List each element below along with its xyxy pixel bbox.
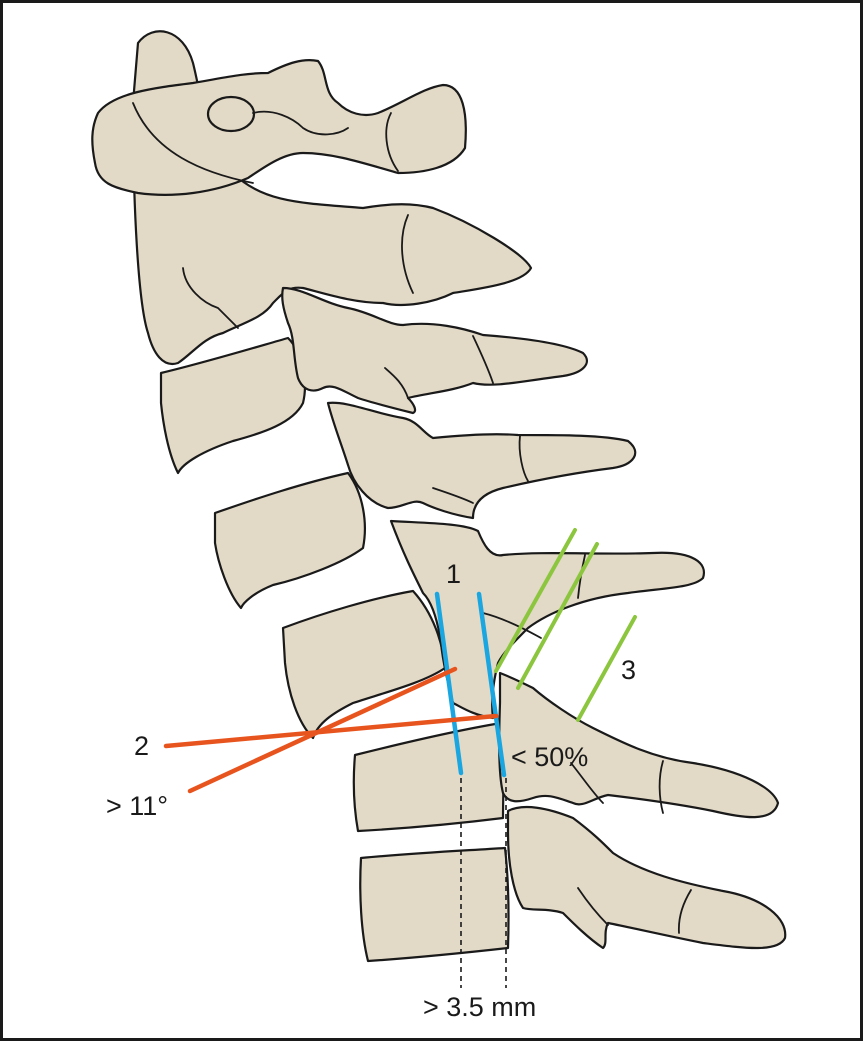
vertebra-c7-body (359, 846, 510, 963)
dens-outline (132, 102, 254, 184)
axis-detail-line-2 (401, 214, 414, 294)
vertebra-c7-posterior (506, 805, 787, 950)
line-1-posterior-blue (476, 591, 507, 778)
line-3-green-b (516, 542, 599, 690)
c7-facet-line (577, 887, 609, 926)
vertebra-c4-posterior (326, 401, 637, 520)
c5-spinous-line (577, 554, 586, 599)
c5-lamina-line (482, 612, 542, 639)
axis-detail-line-1 (182, 267, 239, 329)
c7-spinous-line (678, 889, 692, 934)
vertebra-c5-posterior (389, 519, 706, 720)
label-overlap: < 50% (511, 742, 589, 772)
line-3-green-c (576, 615, 637, 722)
label-1: 1 (446, 559, 462, 589)
line-3-green-a (494, 528, 577, 673)
line-2-orange-upper (163, 713, 499, 749)
label-translation: > 3.5 mm (423, 992, 537, 1022)
atlas-facet (206, 95, 256, 133)
label-3: 3 (621, 655, 637, 685)
line-1-anterior-blue (434, 591, 464, 776)
atlas-arch-line (385, 112, 399, 172)
label-angle: > 11° (106, 791, 169, 821)
c3-facet-line (384, 367, 409, 399)
vertebra-c3-body (159, 336, 306, 475)
c4-facet-line (432, 487, 474, 504)
c6-facet-line (570, 762, 604, 804)
line-2-orange-lower (187, 666, 458, 794)
c3-spinous-line (472, 335, 494, 384)
vertebra-c6-body (352, 721, 505, 833)
cervical-spine-diagram (91, 30, 787, 988)
vertebra-c3-posterior (281, 286, 588, 415)
label-2: 2 (134, 731, 150, 761)
vertebra-c4-body (213, 471, 366, 610)
vertebra-c6-posterior (498, 671, 780, 819)
vertebra-c5-body (281, 589, 447, 740)
c4-spinous-line (518, 435, 529, 482)
atlas-detail-line (252, 110, 349, 136)
c6-spinous-line (658, 760, 664, 814)
